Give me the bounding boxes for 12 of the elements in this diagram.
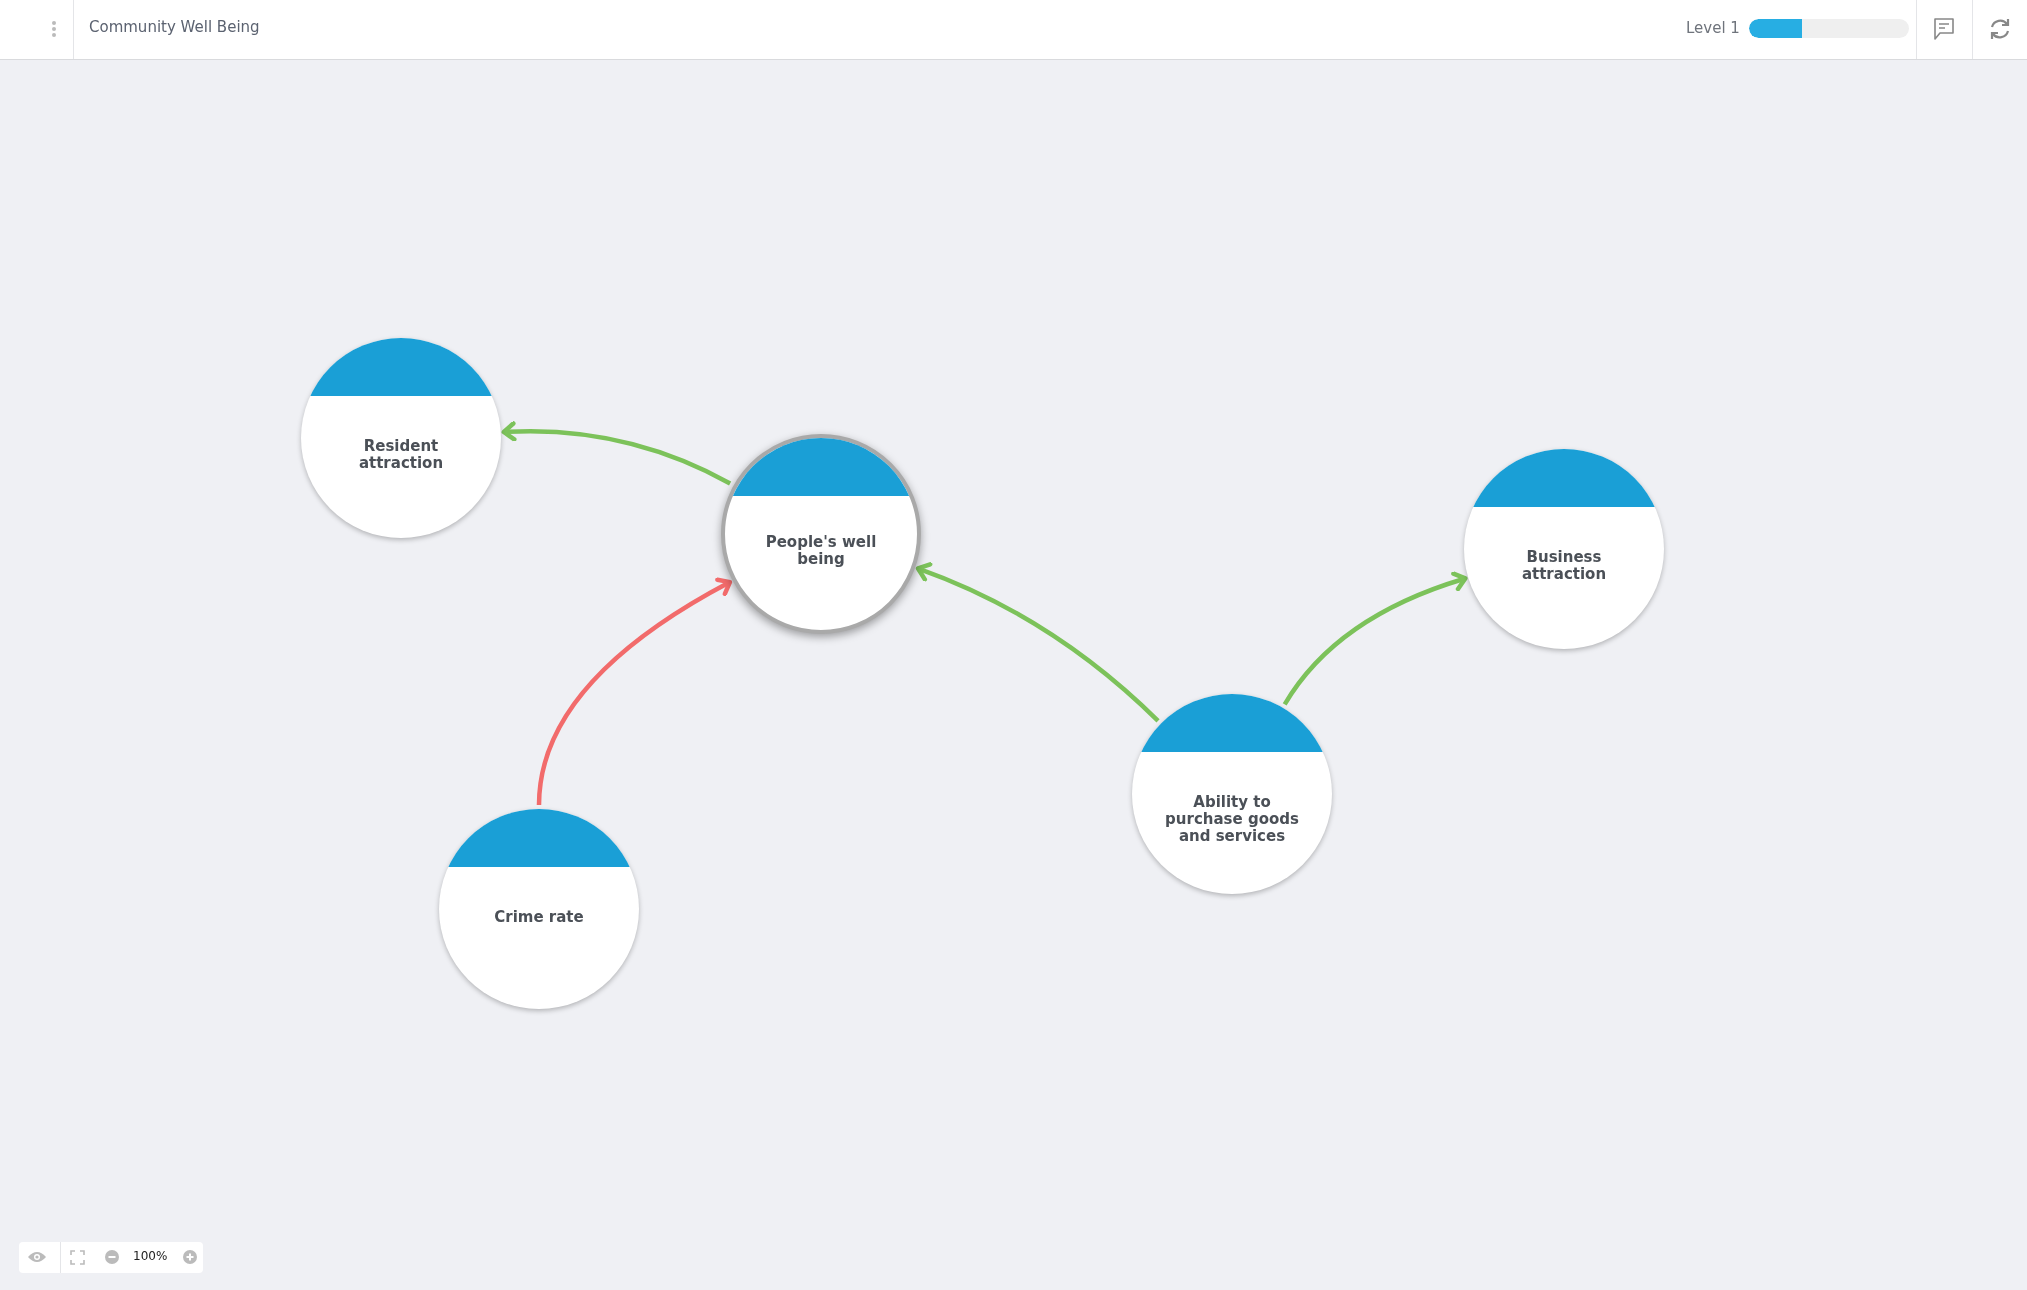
arrow (501, 421, 732, 486)
node-label: People's well being (764, 534, 878, 568)
zoom-level: 100% (133, 1249, 168, 1263)
node-label: Crime rate (494, 909, 584, 926)
arrow (1282, 571, 1468, 706)
arrow (536, 577, 733, 806)
node-label: Resident attraction (357, 438, 445, 472)
node-label: Business attraction (1520, 549, 1608, 583)
arrow (915, 562, 1160, 723)
diagram-title: Community Well Being (89, 18, 260, 36)
level-label: Level 1 (1686, 19, 1740, 37)
node-label: Ability to purchase goods and services (1164, 794, 1300, 845)
